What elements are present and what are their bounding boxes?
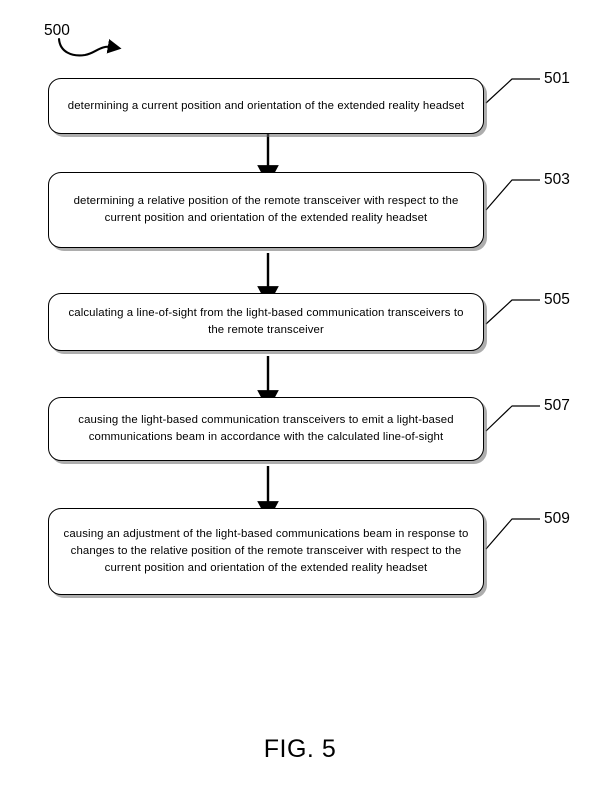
- flow-step-501-label: determining a current position and orien…: [67, 99, 465, 112]
- flow-step-505-label: calculating a line-of-sight from the lig…: [68, 307, 464, 336]
- reference-numeral-501: 501: [544, 70, 570, 87]
- diagram-ref-pointer: [57, 37, 122, 57]
- reference-numeral-509: 509: [544, 510, 570, 527]
- flow-step-503-label: determining a relative position of the r…: [73, 195, 459, 224]
- leader-line-503: [485, 179, 540, 211]
- figure-caption: FIG. 5: [263, 735, 337, 763]
- flow-step-505[interactable]: calculating a line-of-sight from the lig…: [48, 293, 484, 351]
- diagram-reference-numeral: 500: [44, 22, 70, 39]
- flow-step-509-label: causing an adjustment of the light-based…: [63, 528, 469, 574]
- leader-line-509: [485, 518, 540, 550]
- reference-numeral-505: 505: [544, 291, 570, 308]
- reference-numeral-507: 507: [544, 397, 570, 414]
- flow-step-503[interactable]: determining a relative position of the r…: [48, 172, 484, 248]
- flow-step-507-label: causing the light-based communication tr…: [78, 414, 454, 443]
- leader-line-501: [485, 78, 540, 104]
- leader-line-505: [485, 299, 540, 325]
- flow-step-507[interactable]: causing the light-based communication tr…: [48, 397, 484, 461]
- leader-line-507: [485, 405, 540, 432]
- reference-numeral-503: 503: [544, 171, 570, 188]
- flow-step-501[interactable]: determining a current position and orien…: [48, 78, 484, 134]
- flow-step-509[interactable]: causing an adjustment of the light-based…: [48, 508, 484, 595]
